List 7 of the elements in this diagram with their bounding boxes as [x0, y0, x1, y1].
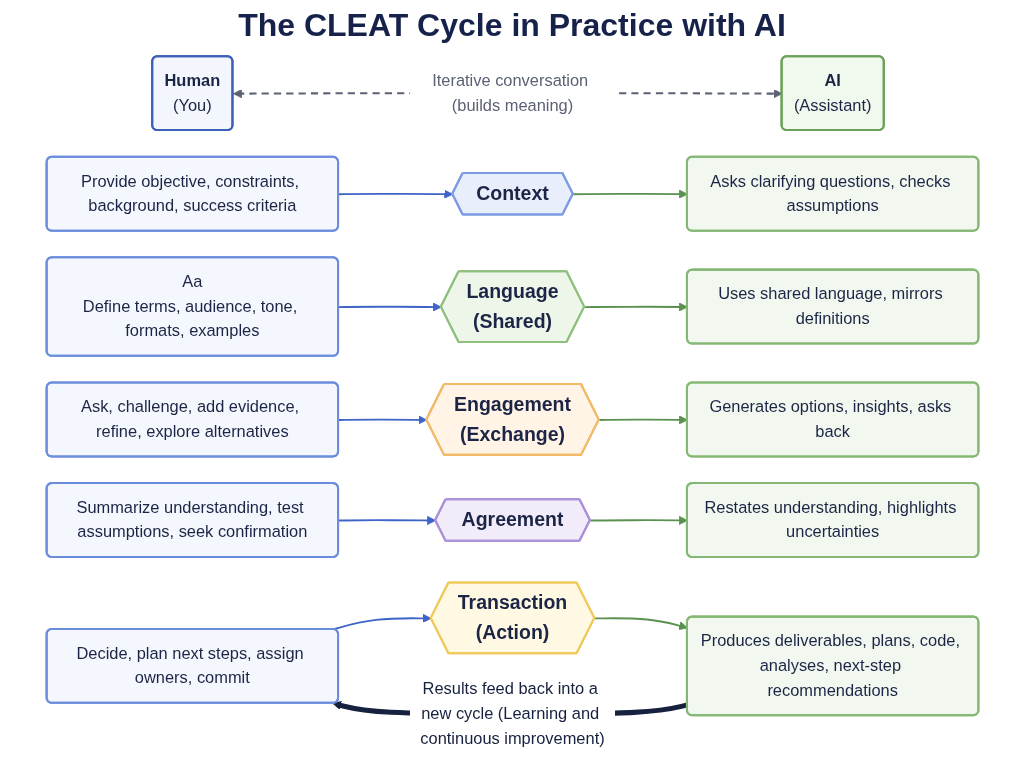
arrow: [337, 515, 436, 525]
arrow: [337, 415, 427, 425]
diagram-title: The CLEAT Cycle in Practice with AI: [237, 6, 787, 44]
arrow: [337, 189, 453, 199]
arrow: [337, 302, 442, 312]
edge-label: Iterative conversation (builds meaning): [431, 71, 588, 114]
edge-label: Results feed back into a new cycle (Learning and continuous improvement): [419, 679, 605, 747]
